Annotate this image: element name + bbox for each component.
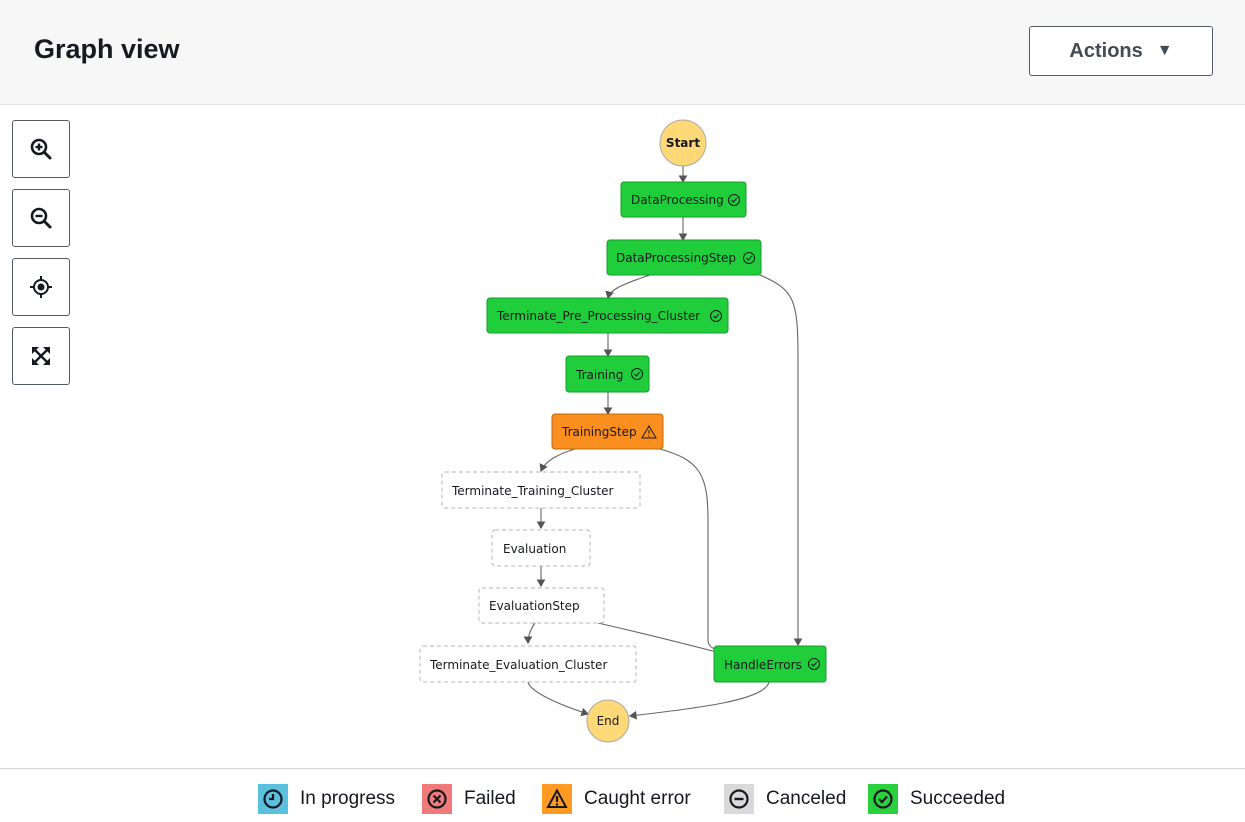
node-label: Terminate_Evaluation_Cluster	[429, 658, 607, 672]
fit-to-screen-button[interactable]	[12, 327, 70, 385]
clock-icon	[258, 784, 288, 814]
x-circle-icon	[422, 784, 452, 814]
node-label: EvaluationStep	[489, 599, 580, 613]
page-title: Graph view	[34, 34, 180, 64]
legend-item-in-progress: In progress	[258, 784, 395, 814]
state-node[interactable]: Evaluation	[491, 529, 591, 567]
check-circle-icon	[743, 252, 755, 264]
legend-label: Succeeded	[910, 788, 1006, 809]
zoom-in-button[interactable]	[12, 120, 70, 178]
state-machine-graph: Start DataProcessing DataProcessingStep …	[419, 119, 827, 743]
state-node[interactable]: HandleErrors	[713, 645, 827, 683]
node-label: TrainingStep	[561, 425, 637, 439]
legend-label: Caught error	[584, 788, 691, 809]
zoom-out-icon	[30, 207, 52, 229]
center-button[interactable]	[12, 258, 70, 316]
legend-label: In progress	[300, 788, 396, 809]
caret-down-icon: ▼	[1156, 42, 1173, 59]
warning-icon	[641, 425, 657, 439]
warning-icon	[542, 784, 572, 814]
graph-edges	[523, 166, 803, 720]
check-circle-icon	[728, 194, 740, 206]
graph-view-header: Graph view Actions ▼	[0, 0, 1245, 105]
check-circle-icon	[710, 310, 722, 322]
expand-icon	[32, 347, 50, 365]
state-node[interactable]: DataProcessing	[620, 181, 747, 218]
state-node[interactable]: Terminate_Pre_Processing_Cluster	[486, 297, 729, 334]
node-label: Terminate_Pre_Processing_Cluster	[496, 309, 700, 323]
check-circle-icon	[868, 784, 898, 814]
node-label: DataProcessingStep	[616, 251, 736, 265]
node-label: HandleErrors	[724, 658, 802, 672]
start-label: Start	[666, 136, 700, 150]
legend-item-canceled: Canceled	[724, 784, 846, 814]
legend-item-failed: Failed	[422, 784, 516, 814]
legend-label: Canceled	[766, 788, 847, 809]
check-circle-icon	[808, 658, 820, 670]
node-label: DataProcessing	[631, 193, 724, 207]
node-label: Training	[575, 368, 623, 382]
crosshair-icon	[30, 276, 52, 298]
end-node[interactable]: End	[586, 699, 630, 743]
end-label: End	[597, 714, 620, 728]
start-node[interactable]: Start	[659, 119, 707, 167]
actions-button[interactable]: Actions ▼	[1029, 26, 1213, 76]
legend-bar	[0, 768, 1245, 822]
legend-label: Failed	[464, 788, 516, 809]
check-circle-icon	[631, 368, 643, 380]
state-node[interactable]: Training	[565, 355, 650, 393]
zoom-out-button[interactable]	[12, 189, 70, 247]
legend-item-caught-error: Caught error	[542, 784, 691, 814]
legend-item-succeeded: Succeeded	[868, 784, 1005, 814]
state-node[interactable]: DataProcessingStep	[606, 239, 762, 276]
node-label: Evaluation	[503, 542, 566, 556]
state-node[interactable]: EvaluationStep	[478, 587, 605, 624]
actions-label: Actions	[1069, 39, 1143, 62]
state-node[interactable]: TrainingStep	[551, 413, 664, 450]
node-label: Terminate_Training_Cluster	[451, 484, 613, 498]
state-node[interactable]: Terminate_Training_Cluster	[441, 471, 641, 509]
minus-circle-icon	[724, 784, 754, 814]
state-node[interactable]: Terminate_Evaluation_Cluster	[419, 645, 637, 683]
zoom-in-icon	[30, 138, 52, 160]
